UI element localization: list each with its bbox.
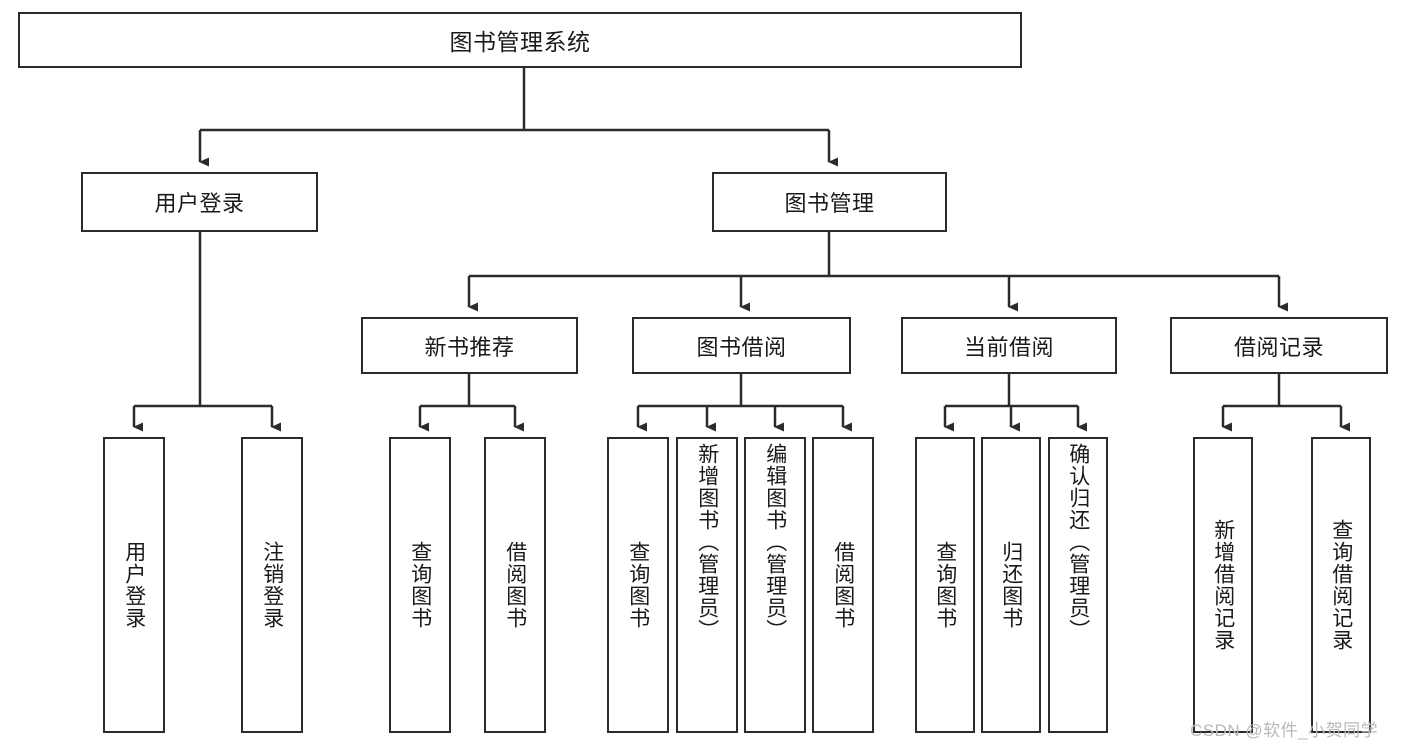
connector-current-borrow-to-leaves bbox=[943, 374, 1087, 432]
node-leaf-7-label: 借阅图书 bbox=[831, 541, 855, 629]
node-leaf-11[interactable]: 新增借阅记录 bbox=[1193, 437, 1253, 733]
node-leaf-10[interactable]: 确认归还（管理员） bbox=[1048, 437, 1108, 733]
node-level2-0-label: 用户登录 bbox=[154, 191, 245, 216]
node-level2-0[interactable]: 用户登录 bbox=[81, 172, 318, 232]
node-leaf-6[interactable]: 编辑图书（管理员） bbox=[744, 437, 806, 733]
connector-new-book-to-leaves bbox=[418, 374, 524, 432]
node-leaf-11-label: 新增借阅记录 bbox=[1211, 519, 1235, 651]
node-leaf-9[interactable]: 归还图书 bbox=[981, 437, 1041, 733]
node-leaf-3-label: 借阅图书 bbox=[503, 541, 527, 629]
node-level2-1[interactable]: 图书管理 bbox=[712, 172, 947, 232]
node-leaf-0-label: 用户登录 bbox=[122, 541, 146, 629]
node-leaf-12[interactable]: 查询借阅记录 bbox=[1311, 437, 1371, 733]
node-leaf-5-label: 新增图书（管理员） bbox=[695, 443, 719, 641]
connector-borrow-to-leaves bbox=[636, 374, 852, 432]
node-level2-1-label: 图书管理 bbox=[784, 191, 875, 216]
node-leaf-4[interactable]: 查询图书 bbox=[607, 437, 669, 733]
connector-user-login-to-leaves bbox=[132, 232, 281, 432]
node-leaf-8[interactable]: 查询图书 bbox=[915, 437, 975, 733]
node-leaf-3[interactable]: 借阅图书 bbox=[484, 437, 546, 733]
node-level3-2[interactable]: 当前借阅 bbox=[901, 317, 1117, 374]
node-leaf-1-label: 注销登录 bbox=[260, 541, 284, 629]
node-leaf-6-label: 编辑图书（管理员） bbox=[763, 443, 787, 641]
node-leaf-9-label: 归还图书 bbox=[999, 541, 1023, 629]
node-level3-1[interactable]: 图书借阅 bbox=[632, 317, 851, 374]
node-leaf-2-label: 查询图书 bbox=[408, 541, 432, 629]
node-root-label: 图书管理系统 bbox=[449, 29, 591, 55]
node-leaf-10-label: 确认归还（管理员） bbox=[1066, 443, 1090, 641]
node-leaf-7[interactable]: 借阅图书 bbox=[812, 437, 874, 733]
connector-book-mgmt-to-level3 bbox=[467, 232, 1288, 312]
node-level3-1-label: 图书借阅 bbox=[696, 334, 787, 360]
csdn-watermark: CSDN @软件_小贺同学 bbox=[1190, 721, 1379, 740]
connector-root-to-level2 bbox=[198, 68, 838, 167]
connector-records-to-leaves bbox=[1221, 374, 1350, 432]
node-leaf-5[interactable]: 新增图书（管理员） bbox=[676, 437, 738, 733]
node-root[interactable]: 图书管理系统 bbox=[18, 12, 1022, 68]
node-level3-0-label: 新书推荐 bbox=[424, 334, 515, 360]
node-level3-2-label: 当前借阅 bbox=[963, 334, 1054, 360]
node-leaf-4-label: 查询图书 bbox=[626, 541, 650, 629]
node-leaf-2[interactable]: 查询图书 bbox=[389, 437, 451, 733]
node-level3-3[interactable]: 借阅记录 bbox=[1170, 317, 1388, 374]
node-leaf-12-label: 查询借阅记录 bbox=[1329, 519, 1353, 651]
node-leaf-0[interactable]: 用户登录 bbox=[103, 437, 165, 733]
node-level3-0[interactable]: 新书推荐 bbox=[361, 317, 578, 374]
node-leaf-8-label: 查询图书 bbox=[933, 541, 957, 629]
node-level3-3-label: 借阅记录 bbox=[1233, 334, 1324, 360]
node-leaf-1[interactable]: 注销登录 bbox=[241, 437, 303, 733]
